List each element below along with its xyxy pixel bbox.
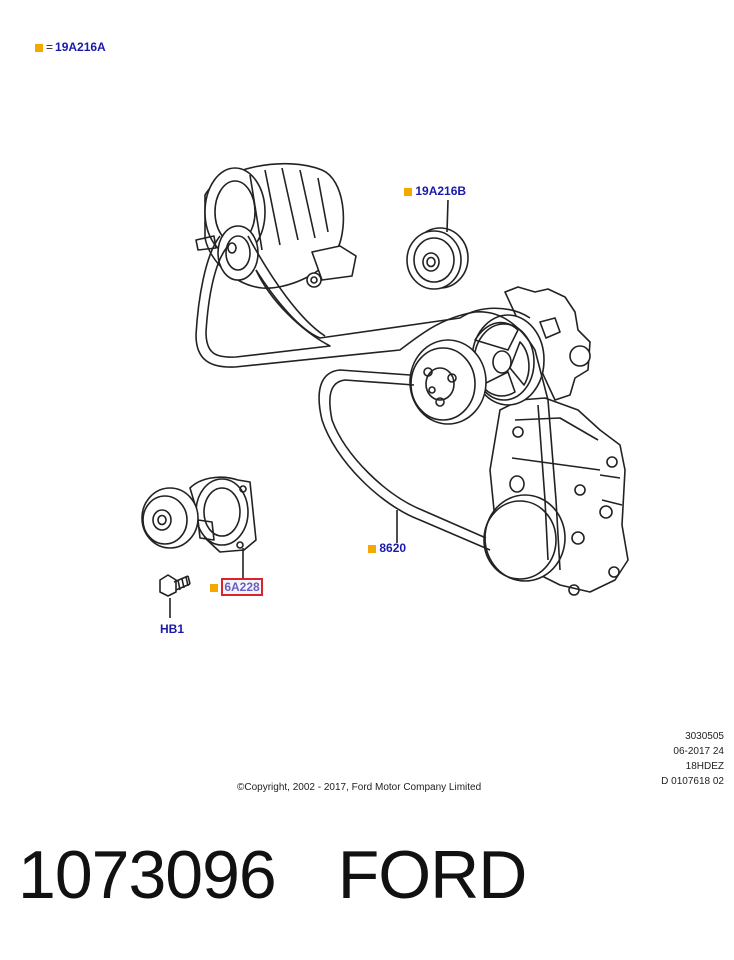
code-line: D 0107618 02 xyxy=(661,776,724,787)
crank-pulley-drawing xyxy=(409,339,487,425)
legend-code: 19A216A xyxy=(55,40,106,54)
legend: =19A216A xyxy=(35,40,106,54)
callout-idler-pulley-label: 19A216B xyxy=(415,184,467,198)
code-line: 3030505 xyxy=(685,731,724,742)
callout-tensioner[interactable]: 6A228 xyxy=(210,578,263,596)
marker-icon xyxy=(210,583,218,592)
code-line: 18HDEZ xyxy=(685,761,724,772)
legend-equals: = xyxy=(46,40,54,54)
drive-belt-path xyxy=(318,369,491,551)
callout-bolt-label: HB1 xyxy=(160,622,185,636)
code-line: 06-2017 24 xyxy=(673,746,724,757)
callout-drive-belt[interactable]: 8620 xyxy=(368,541,406,555)
compressor-drawing xyxy=(483,286,629,596)
tensioner-drawing xyxy=(141,476,257,578)
callout-bolt[interactable]: HB1 xyxy=(160,622,184,636)
callout-tensioner-label: 6A228 xyxy=(221,578,263,596)
upper-belt-path xyxy=(195,235,549,401)
document-codes: 3030505 06-2017 24 18HDEZ D 0107618 02 xyxy=(661,729,724,789)
upper-belt-inner xyxy=(205,245,331,358)
marker-icon xyxy=(368,544,376,553)
marker-icon xyxy=(404,187,412,196)
part-number: 1073096 xyxy=(18,837,277,913)
alternator-drawing xyxy=(195,162,357,289)
callout-drive-belt-label: 8620 xyxy=(379,541,407,555)
callout-idler-pulley[interactable]: 19A216B xyxy=(404,184,466,198)
footer-caption: 1073096 FORD xyxy=(18,836,528,914)
idler-pulley-drawing xyxy=(406,199,469,290)
bolt-drawing xyxy=(159,574,191,618)
brand-name: FORD xyxy=(337,837,528,913)
legend-marker-icon xyxy=(35,43,43,52)
copyright-notice: ©Copyright, 2002 - 2017, Ford Motor Comp… xyxy=(237,782,482,793)
